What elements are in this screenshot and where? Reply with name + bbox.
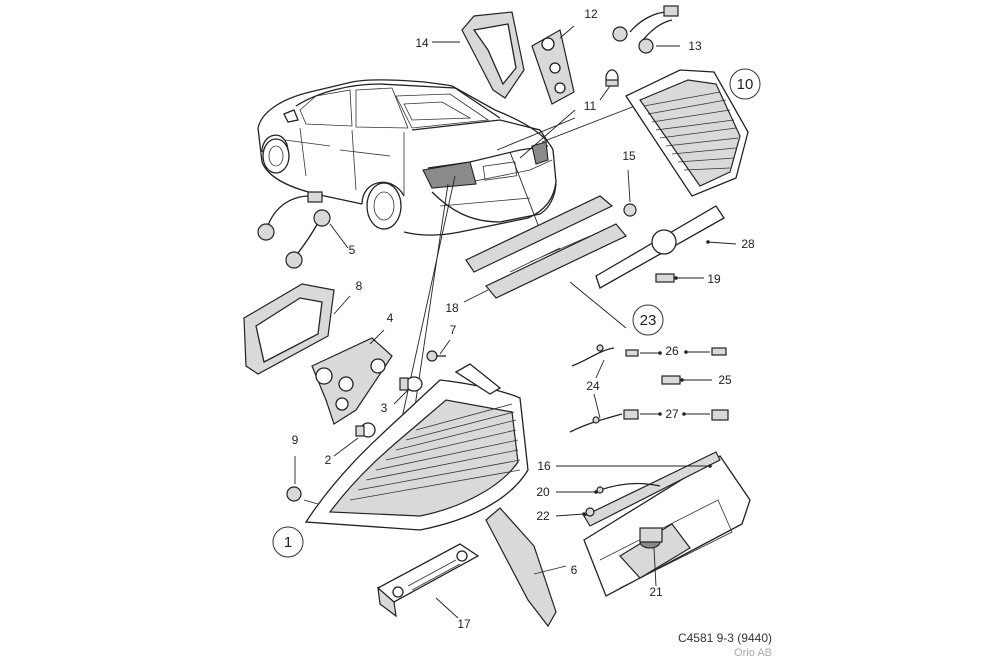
label-part-15: 15 (622, 149, 636, 163)
part-18-mounting-rails (465, 195, 627, 299)
part-27-cap (623, 409, 639, 420)
part-number-labels: 1 2 3 4 5 6 7 8 9 10 11 12 13 14 15 16 1… (284, 7, 755, 631)
label-part-5: 5 (349, 243, 356, 257)
label-part-3: 3 (381, 401, 388, 415)
part-24-wiring (569, 344, 623, 433)
label-part-12: 12 (584, 7, 598, 21)
label-part-17: 17 (457, 617, 471, 631)
label-part-9: 9 (292, 433, 299, 447)
part-25-lens (661, 375, 681, 385)
label-part-13: 13 (688, 39, 702, 53)
label-part-27: 27 (665, 407, 679, 421)
label-part-14: 14 (415, 36, 429, 50)
part-3-bulb (399, 376, 423, 392)
part-10-inner-tail-lamp (625, 69, 749, 197)
part-1-outer-tail-lamp (304, 363, 529, 531)
label-part-23: 23 (640, 312, 657, 329)
callout-circle-23 (632, 304, 664, 336)
part-20-wiring (596, 482, 661, 494)
part-26-cap-alt (711, 347, 727, 356)
label-part-2: 2 (325, 453, 332, 467)
label-part-1: 1 (284, 534, 292, 551)
part-17-license-plate-lamp (376, 543, 480, 618)
callout-circle-10 (729, 68, 761, 100)
part-6-pillar-trim (485, 507, 557, 628)
part-13-wiring-harness (612, 5, 679, 54)
part-22-clip (585, 507, 595, 517)
label-part-4: 4 (387, 311, 394, 325)
part-26-cap (625, 349, 639, 357)
label-part-19: 19 (707, 272, 721, 286)
label-part-8: 8 (356, 279, 363, 293)
part-15-nut (623, 203, 637, 217)
label-part-25: 25 (718, 373, 732, 387)
label-part-21: 21 (649, 585, 663, 599)
part-19-clip (655, 273, 675, 283)
label-part-22: 22 (536, 509, 550, 523)
publisher-name: Orio AB (734, 647, 772, 659)
leader-lines (294, 25, 737, 619)
part-27-cap-alt (711, 409, 729, 421)
diagram-reference-code: C4581 9-3 (9440) (677, 631, 772, 645)
part-14-lamp-gasket (461, 11, 525, 99)
part-7-screw (426, 350, 446, 362)
label-part-18: 18 (445, 301, 459, 315)
label-part-11: 11 (584, 99, 597, 113)
leader-dots (582, 240, 712, 516)
part-4-bulb-holder (311, 337, 393, 425)
part-28-trim-strip (595, 205, 725, 289)
label-part-16: 16 (537, 459, 551, 473)
part-9-nut (286, 486, 302, 502)
label-part-6: 6 (571, 563, 578, 577)
part-2-bulb (355, 422, 376, 438)
part-5-wiring-harness (257, 191, 331, 269)
label-part-24: 24 (586, 379, 600, 393)
label-part-10: 10 (737, 76, 754, 93)
label-part-7: 7 (450, 323, 457, 337)
callout-circle-1 (272, 526, 304, 558)
part-16-light-strip (583, 451, 721, 527)
car-illustration (257, 79, 557, 236)
part-12-bulb-holder (531, 29, 575, 105)
part-11-bulb (605, 69, 619, 87)
part-21-latch (639, 527, 663, 543)
label-part-26: 26 (665, 344, 679, 358)
part-8-gasket (243, 283, 335, 375)
label-part-20: 20 (536, 485, 550, 499)
label-part-28: 28 (741, 237, 755, 251)
